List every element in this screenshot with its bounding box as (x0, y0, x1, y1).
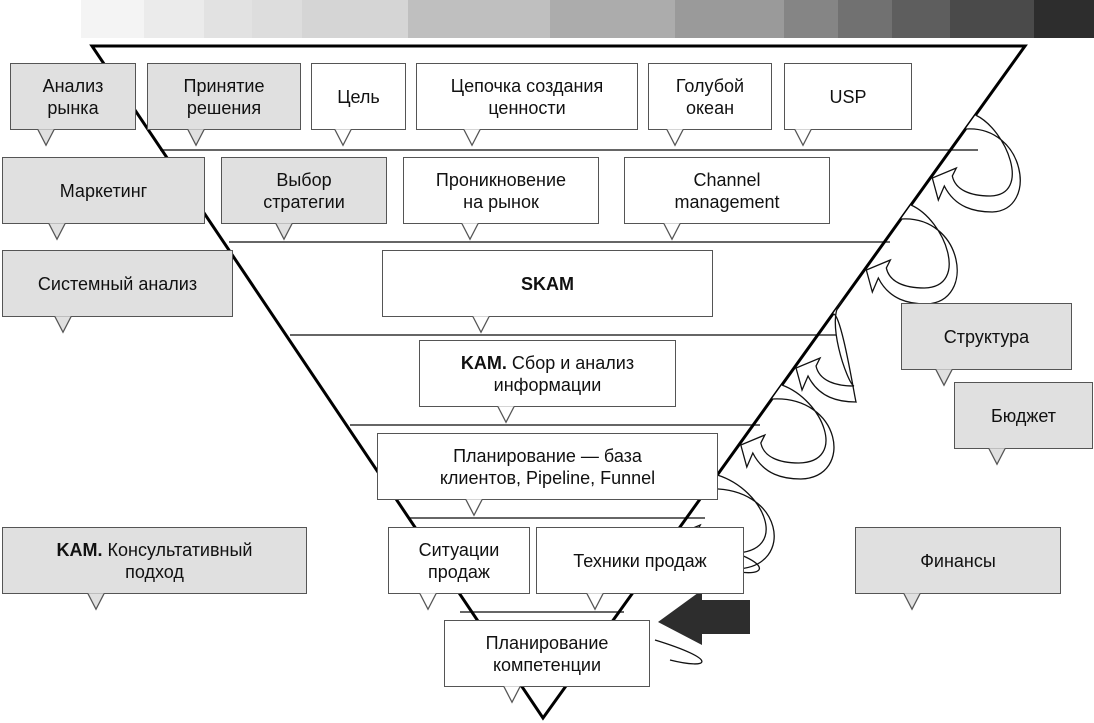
gradient-swatch (674, 0, 785, 38)
callout-analiz-rynka: Анализ рынка (10, 63, 136, 130)
callout-proniknovenie: Проникновение на рынок (403, 157, 599, 224)
callout-vybor-strategii: Выбор стратегии (221, 157, 387, 224)
gradient-swatch (144, 0, 204, 38)
callout-struktura: Структура (901, 303, 1072, 370)
callout-channel-management: Channel management (624, 157, 830, 224)
gradient-swatch (892, 0, 950, 38)
callout-finansy: Финансы (855, 527, 1061, 594)
callout-cepochka: Цепочка создания ценности (416, 63, 638, 130)
curved-feedback-arrow-icon (795, 299, 858, 403)
callout-planirovanie-baza: Планирование — база клиентов, Pipeline, … (377, 433, 718, 500)
gradient-swatch (203, 0, 252, 38)
curved-feedback-arrow-icon (865, 204, 958, 305)
grayscale-gradient-bar (0, 0, 1094, 38)
funnel-outline (89, 44, 1028, 721)
callout-prinyatie-resheniya: Принятие решения (147, 63, 301, 130)
gradient-swatch (407, 0, 550, 38)
gradient-swatch (949, 0, 1035, 38)
gradient-swatch (1034, 0, 1094, 38)
callout-kam-sbor: KAM. Сбор и анализ информации (419, 340, 676, 407)
callout-byudzhet: Бюджет (954, 382, 1093, 449)
callout-planirovanie-kompetencii: Планирование компетенции (444, 620, 650, 687)
gradient-swatch (0, 0, 81, 38)
callout-skam: SKAM (382, 250, 713, 317)
callout-sistemny-analiz: Системный анализ (2, 250, 233, 317)
gradient-swatch (251, 0, 302, 38)
callout-goluboy-okean: Голубой океан (648, 63, 772, 130)
callout-kam-konsult: KAM. Консультативный подход (2, 527, 307, 594)
callout-marketing: Маркетинг (2, 157, 205, 224)
callout-situacii-prodazh: Ситуации продаж (388, 527, 530, 594)
callout-usp: USP (784, 63, 912, 130)
curved-feedback-arrow-icon (931, 114, 1021, 213)
callout-cel: Цель (311, 63, 406, 130)
gradient-swatch (549, 0, 675, 38)
gradient-swatch (80, 0, 145, 38)
big-left-arrow-icon (658, 590, 750, 645)
curved-feedback-arrow-icon (654, 639, 703, 665)
callout-tekhniki-prodazh: Техники продаж (536, 527, 744, 594)
gradient-swatch (301, 0, 408, 38)
gradient-swatch (838, 0, 893, 38)
gradient-swatch (784, 0, 839, 38)
curved-feedback-arrow-icon (740, 384, 835, 480)
